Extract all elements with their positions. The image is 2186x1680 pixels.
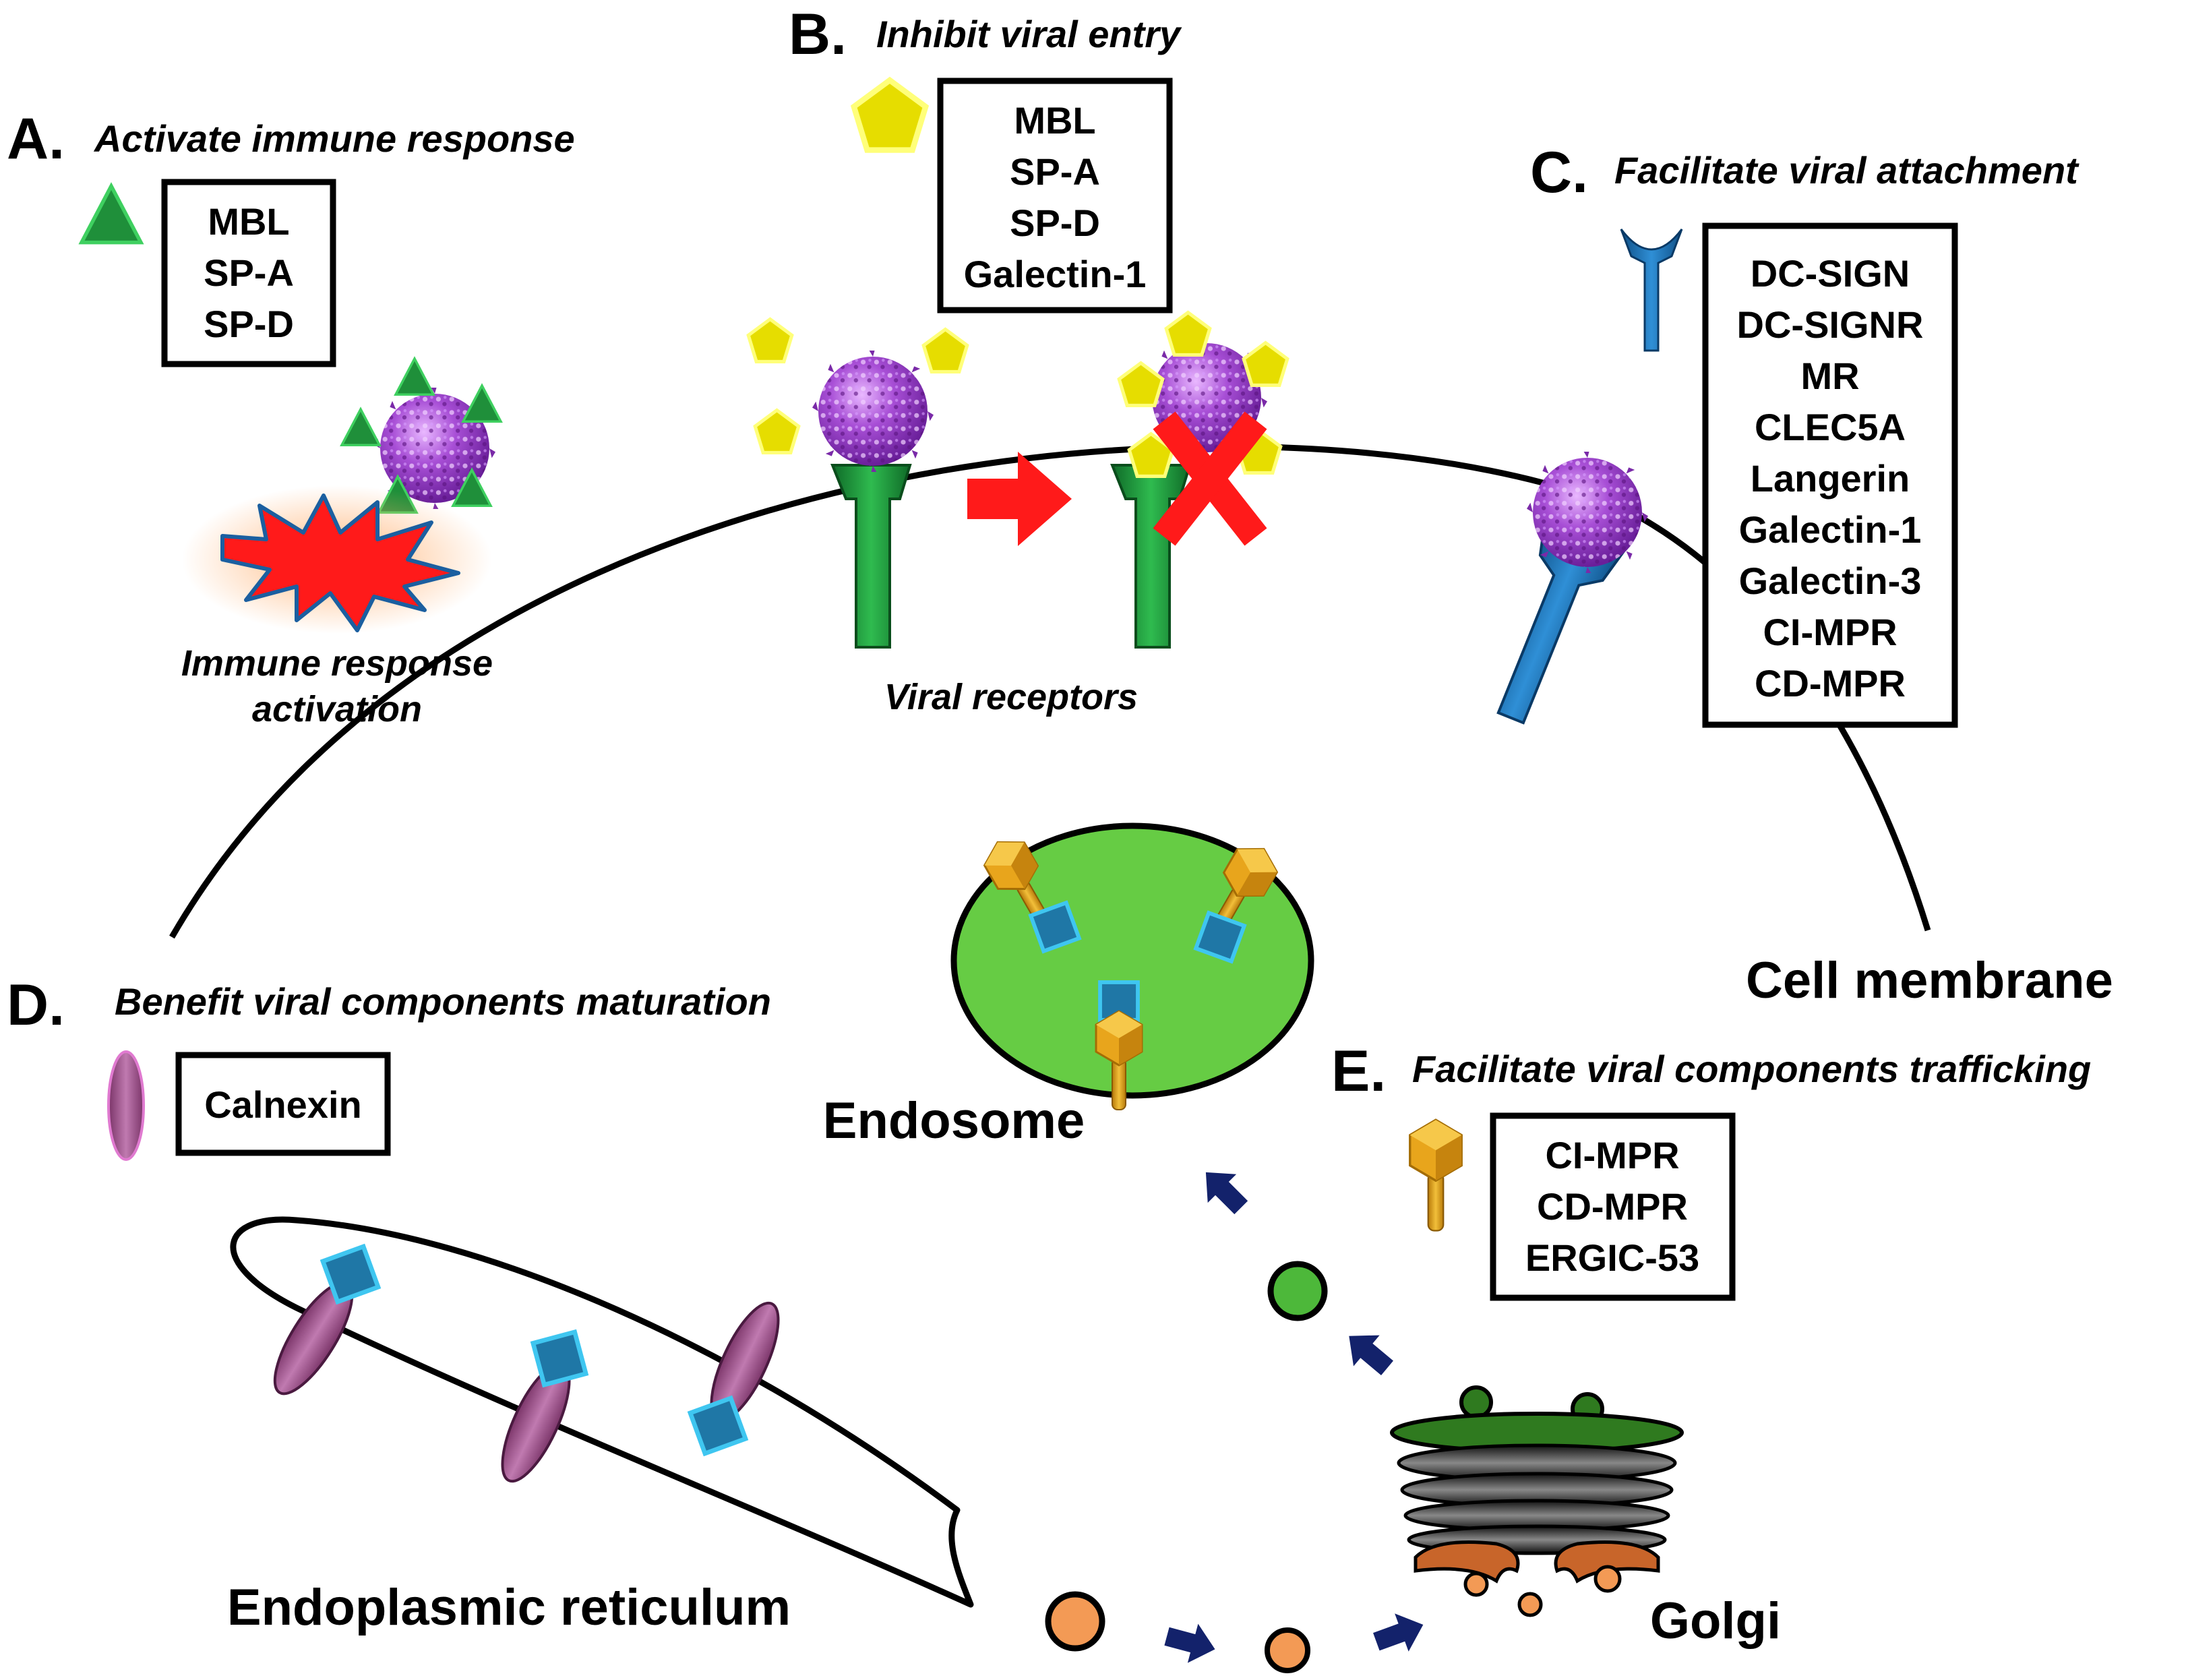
immune-activation-caption-2: activation bbox=[252, 689, 422, 729]
inhibit-x-icon bbox=[1153, 411, 1267, 546]
panel-c-item: MR bbox=[1800, 355, 1859, 397]
panel-c-letter: C. bbox=[1530, 140, 1588, 205]
panel-e-item: ERGIC-53 bbox=[1525, 1236, 1699, 1279]
golgi-apparatus bbox=[1390, 1385, 1684, 1617]
pentagon-lectin-icon bbox=[1166, 313, 1210, 355]
pentagon-lectin-icon bbox=[854, 80, 925, 150]
c-type-receptor-icon bbox=[1620, 229, 1683, 352]
panel-e-title: Facilitate viral components trafficking bbox=[1412, 1048, 2091, 1090]
pentagon-lectin-icon bbox=[755, 411, 799, 453]
panel-c-item: DC-SIGN bbox=[1751, 252, 1910, 295]
triangle-lectin-icon bbox=[462, 384, 502, 423]
viral-receptor-1 bbox=[830, 464, 912, 649]
panel-c-item: CD-MPR bbox=[1755, 662, 1906, 704]
cargo-icon bbox=[533, 1332, 586, 1385]
green-vesicle bbox=[1267, 1261, 1328, 1321]
triangle-lectin-icon bbox=[340, 408, 381, 446]
endosome bbox=[950, 822, 1314, 1099]
panel-c-item: Galectin-1 bbox=[1739, 508, 1922, 551]
orange-vesicle bbox=[1045, 1591, 1105, 1652]
panel-e-letter: E. bbox=[1331, 1039, 1386, 1104]
panel-b-item: Galectin-1 bbox=[964, 253, 1147, 295]
pentagon-lectin-icon bbox=[923, 330, 967, 372]
immune-burst-icon bbox=[220, 493, 460, 632]
panel-c-item: Langerin bbox=[1751, 457, 1910, 500]
traffic-arrow-icon bbox=[1349, 1335, 1393, 1376]
virus-icon bbox=[1527, 452, 1648, 573]
endosome-label: Endosome bbox=[823, 1092, 1085, 1149]
traffic-arrow-icon bbox=[1373, 1613, 1424, 1652]
traffic-arrow-icon bbox=[1205, 1172, 1248, 1215]
traffic-arrow-icon bbox=[1164, 1623, 1215, 1663]
panel-a-item: SP-D bbox=[204, 303, 294, 345]
panel-e-box bbox=[1490, 1112, 1736, 1301]
calnexin-icon bbox=[107, 1050, 145, 1161]
panel-c-item: CI-MPR bbox=[1763, 611, 1897, 653]
panel-d-title: Benefit viral components maturation bbox=[115, 980, 771, 1023]
panel-d-letter: D. bbox=[7, 973, 65, 1038]
panel-b-item: MBL bbox=[1014, 99, 1095, 142]
orange-vesicle bbox=[1265, 1627, 1310, 1673]
virus-icon bbox=[812, 351, 934, 472]
panel-b-item: SP-A bbox=[1010, 150, 1100, 193]
panel-e-item: CI-MPR bbox=[1545, 1134, 1679, 1176]
pentagon-lectin-icon bbox=[748, 320, 792, 362]
panel-c-item: DC-SIGNR bbox=[1737, 303, 1924, 346]
endoplasmic-reticulum bbox=[230, 1216, 974, 1608]
panel-b-title: Inhibit viral entry bbox=[876, 13, 1182, 55]
triangle-lectin-icon bbox=[82, 186, 141, 243]
panel-e-item: CD-MPR bbox=[1537, 1185, 1688, 1228]
golgi-label: Golgi bbox=[1650, 1592, 1781, 1650]
panel-b-letter: B. bbox=[789, 2, 847, 67]
panel-c-item: Galectin-3 bbox=[1739, 560, 1922, 602]
panel-c-box bbox=[1702, 222, 1958, 728]
viral-receptors-label: Viral receptors bbox=[884, 677, 1138, 717]
panel-a-box bbox=[161, 179, 336, 367]
pentagon-lectin-icon bbox=[1119, 363, 1163, 406]
panel-a-letter: A. bbox=[7, 107, 65, 171]
panel-a-title: Activate immune response bbox=[93, 117, 575, 160]
panel-c-title: Facilitate viral attachment bbox=[1614, 149, 2079, 191]
panel-c-item: CLEC5A bbox=[1755, 406, 1906, 448]
red-arrow-icon bbox=[967, 452, 1072, 546]
panel-b-item: SP-D bbox=[1010, 202, 1100, 244]
panel-a-item: SP-A bbox=[204, 251, 294, 294]
panel-d-item: Calnexin bbox=[204, 1083, 361, 1126]
panel-a-item: MBL bbox=[208, 200, 289, 243]
triangle-lectin-icon bbox=[394, 357, 435, 396]
cell-membrane-label: Cell membrane bbox=[1746, 952, 2113, 1009]
panel-d-box bbox=[175, 1052, 391, 1156]
er-label: Endoplasmic reticulum bbox=[227, 1579, 791, 1636]
immune-activation-caption-1: Immune response bbox=[181, 643, 493, 684]
viral-receptor-2 bbox=[1110, 464, 1192, 649]
panel-b-box bbox=[937, 78, 1173, 313]
trafficking-lectin-icon bbox=[1409, 1118, 1463, 1232]
pentagon-lectin-icon bbox=[1244, 343, 1287, 386]
